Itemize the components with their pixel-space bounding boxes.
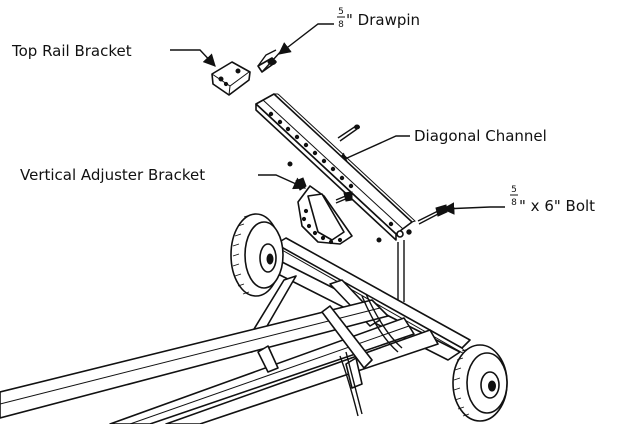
upper-bolt xyxy=(337,124,360,142)
drawpin-denominator: 8 xyxy=(338,20,344,30)
channel-holes xyxy=(268,111,394,227)
leader-bolt xyxy=(441,202,505,215)
tube-bundle xyxy=(0,293,439,424)
vertical-adjuster-bracket xyxy=(295,177,353,245)
label-diagonal-channel: Diagonal Channel xyxy=(414,127,547,145)
drawpin-text: " Drawpin xyxy=(346,11,420,29)
bolt-denominator: 8 xyxy=(511,198,517,208)
diagonal-channel xyxy=(255,93,416,241)
label-bolt: 5 8 " x 6" Bolt xyxy=(510,185,595,215)
five-eighths-bolt xyxy=(417,204,448,225)
nut xyxy=(376,237,382,243)
left-wheel xyxy=(230,213,284,297)
leader-diagonal-channel xyxy=(334,135,410,165)
nut xyxy=(287,161,293,167)
top-rail-bracket xyxy=(211,61,251,96)
leader-drawpin xyxy=(278,23,334,55)
leader-top-rail-bracket xyxy=(170,49,216,67)
bolt-numerator: 5 xyxy=(511,185,517,195)
label-vertical-adjuster-bracket: Vertical Adjuster Bracket xyxy=(20,166,205,184)
drawpin xyxy=(257,49,291,73)
leader-vertical-adjuster-bracket xyxy=(258,174,307,190)
bolt-text: " x 6" Bolt xyxy=(519,197,595,215)
leader-lines xyxy=(170,23,505,215)
drawpin-numerator: 5 xyxy=(338,7,344,17)
right-wheel xyxy=(452,344,508,422)
label-top-rail-bracket: Top Rail Bracket xyxy=(11,42,132,60)
label-drawpin: 5 8 " Drawpin xyxy=(337,7,420,30)
